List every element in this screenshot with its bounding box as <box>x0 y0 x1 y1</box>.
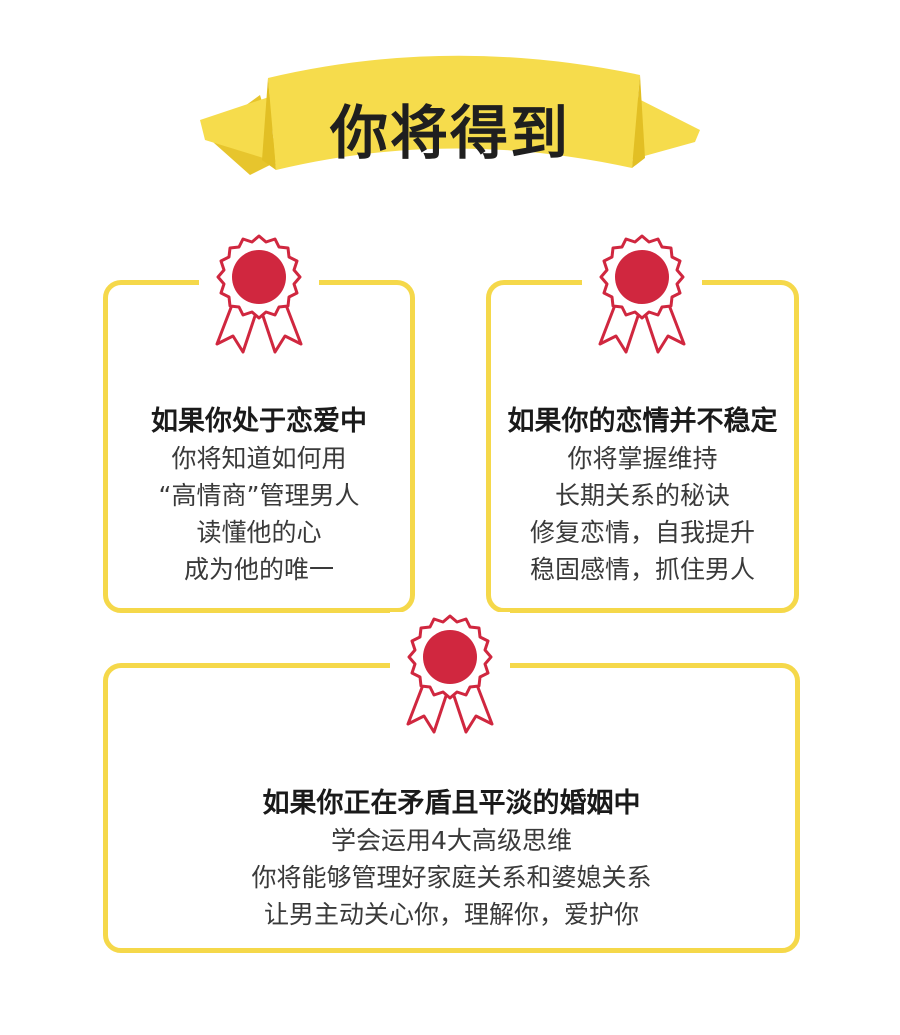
award-rosette-icon <box>199 232 319 362</box>
card-line: 读懂他的心 <box>196 518 322 547</box>
card-line: 长期关系的秘诀 <box>554 481 730 510</box>
benefit-card-unstable: 如果你的恋情并不稳定 你将掌握维持 长期关系的秘诀 修复恋情，自我提升 稳固感情… <box>486 280 799 613</box>
card-title: 如果你正在矛盾且平淡的婚姻中 <box>262 788 641 819</box>
title-banner: 你将得到 <box>0 0 900 200</box>
card-line: “高情商”管理男人 <box>158 481 360 510</box>
card-title: 如果你处于恋爱中 <box>151 406 367 437</box>
card-line: 让男主动关心你，理解你，爱护你 <box>263 900 639 929</box>
card-line: 修复恋情，自我提升 <box>529 518 755 547</box>
card-line: 学会运用4大高级思维 <box>331 826 572 855</box>
card-line: 稳固感情，抓住男人 <box>529 555 755 584</box>
card-line: 你将知道如何用 <box>171 444 347 473</box>
card-line: 成为他的唯一 <box>183 555 334 584</box>
award-rosette-icon <box>582 232 702 362</box>
card-line: 你将能够管理好家庭关系和婆媳关系 <box>251 863 652 892</box>
page-title: 你将得到 <box>329 99 570 167</box>
card-title: 如果你的恋情并不稳定 <box>507 406 778 437</box>
award-rosette-icon <box>390 612 510 742</box>
ribbon-icon <box>200 55 700 175</box>
card-line: 你将掌握维持 <box>567 444 718 473</box>
